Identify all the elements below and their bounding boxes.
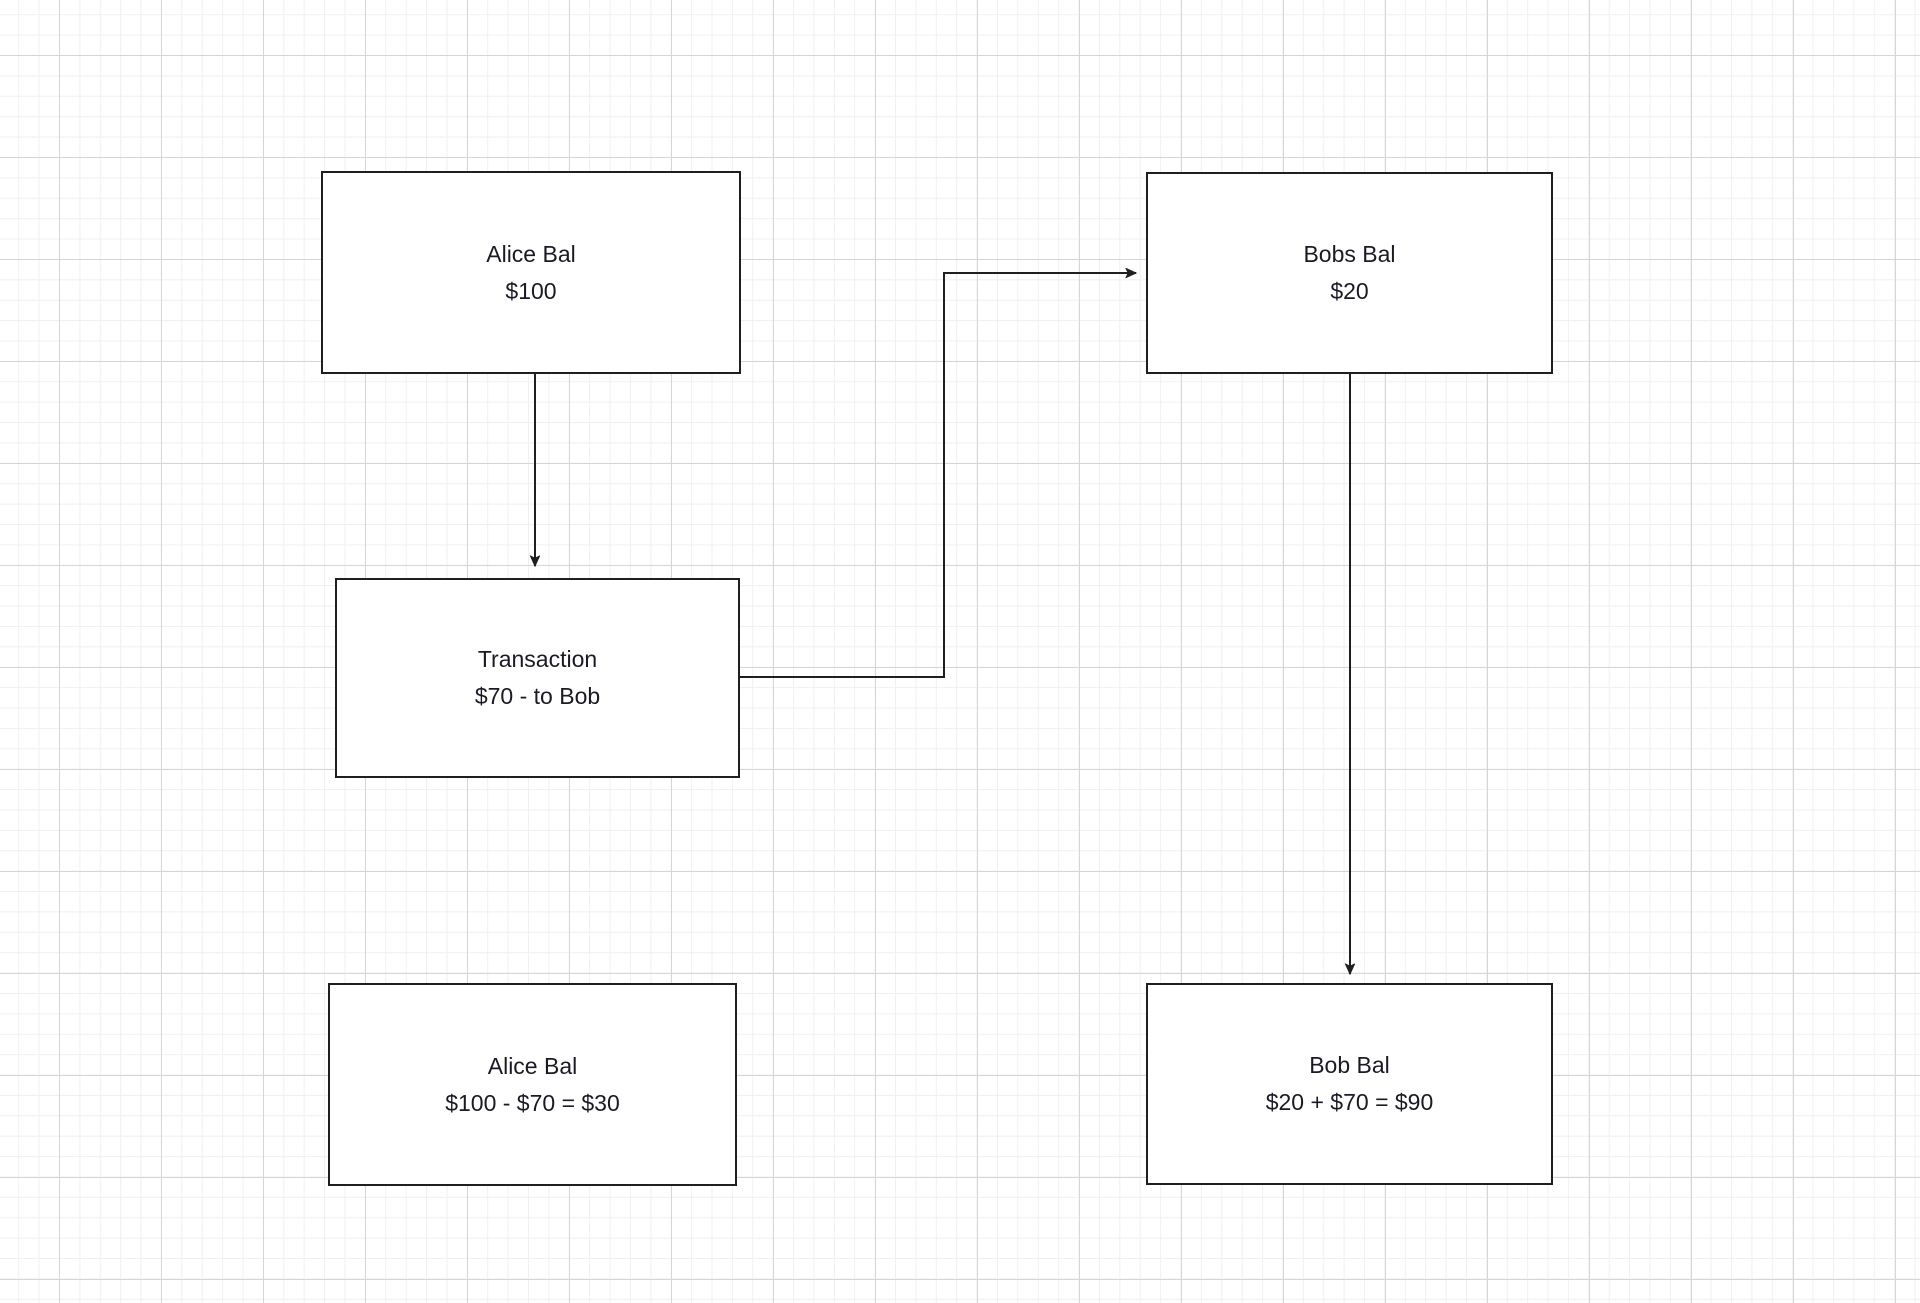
node-label-line2: $100 - $70 = $30 <box>445 1089 620 1116</box>
node-transaction[interactable]: Transaction $70 - to Bob <box>335 578 740 778</box>
node-label-line1: Alice Bal <box>486 240 576 267</box>
node-label-line1: Alice Bal <box>487 1052 578 1079</box>
node-label-line2: $100 <box>505 277 557 304</box>
node-alice-balance-final[interactable]: Alice Bal $100 - $70 = $30 <box>328 983 737 1186</box>
edge-transaction-to-bobs-balance <box>740 273 1136 678</box>
node-label-line2: $70 - to Bob <box>474 683 601 709</box>
node-label-line1: Transaction <box>477 646 598 672</box>
node-label-line2: $20 + $70 = $90 <box>1265 1089 1434 1115</box>
node-label-line1: Bob Bal <box>1309 1052 1390 1078</box>
node-label-line2: $20 <box>1330 278 1369 304</box>
node-bobs-balance-start[interactable]: Bobs Bal $20 <box>1146 172 1553 374</box>
node-alice-balance-start[interactable]: Alice Bal $100 <box>321 171 741 374</box>
node-label-line1: Bobs Bal <box>1303 241 1396 267</box>
node-bob-balance-final[interactable]: Bob Bal $20 + $70 = $90 <box>1146 983 1553 1185</box>
